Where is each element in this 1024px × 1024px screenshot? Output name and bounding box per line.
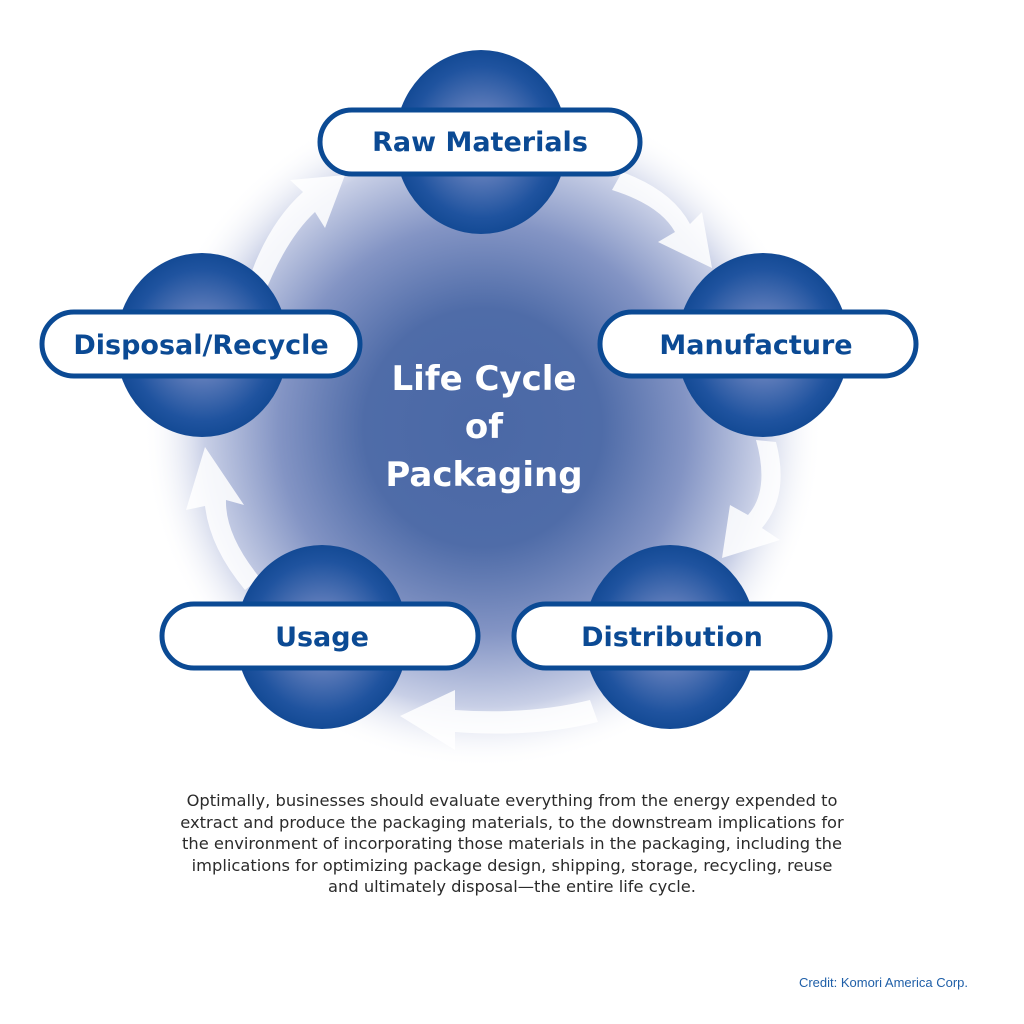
- title-line-3: Packaging: [385, 455, 582, 495]
- caption-line: extract and produce the packaging materi…: [180, 812, 844, 832]
- caption-paragraph: Optimally, businesses should evaluate ev…: [60, 790, 964, 898]
- title-line-2: of: [465, 407, 504, 447]
- stage-pill: [39, 309, 363, 379]
- stage-label: Distribution: [581, 622, 763, 653]
- stage-usage: Usage: [159, 545, 481, 729]
- stage-label: Usage: [275, 622, 369, 653]
- stage-disposal-recycle: Disposal/Recycle: [39, 253, 363, 437]
- caption-line: the environment of incorporating those m…: [182, 834, 842, 854]
- arrow-usage-to-disposal-icon: [186, 447, 260, 590]
- caption-line: Optimally, businesses should evaluate ev…: [186, 791, 838, 810]
- caption-line: and ultimately disposal—the entire life …: [328, 877, 696, 897]
- life-cycle-diagram: Raw Materials Manufacture Distribution U…: [39, 50, 919, 768]
- caption-line: implications for optimizing package desi…: [191, 855, 833, 875]
- arrow-raw-to-manufacture-icon: [612, 172, 712, 268]
- stage-label: Manufacture: [659, 330, 852, 361]
- stage-manufacture: Manufacture: [597, 253, 919, 437]
- arrow-manufacture-to-distribution-icon: [722, 440, 781, 558]
- cycle-arrows: [186, 172, 781, 750]
- stage-pill: [317, 107, 643, 177]
- arrow-disposal-to-raw-icon: [246, 175, 345, 300]
- stage-pill: [159, 601, 481, 671]
- stage-pill: [597, 309, 919, 379]
- image-credit: Credit: Komori America Corp.: [798, 975, 968, 990]
- stage-label: Raw Materials: [372, 127, 588, 158]
- stage-label: Disposal/Recycle: [73, 330, 328, 361]
- stage-distribution: Distribution: [511, 545, 833, 729]
- title-line-1: Life Cycle: [392, 359, 577, 399]
- stage-pill: [511, 601, 833, 671]
- arrow-distribution-to-usage-icon: [400, 690, 598, 750]
- stage-raw-materials: Raw Materials: [317, 50, 643, 234]
- center-title: Life Cycle of Packaging: [385, 359, 582, 495]
